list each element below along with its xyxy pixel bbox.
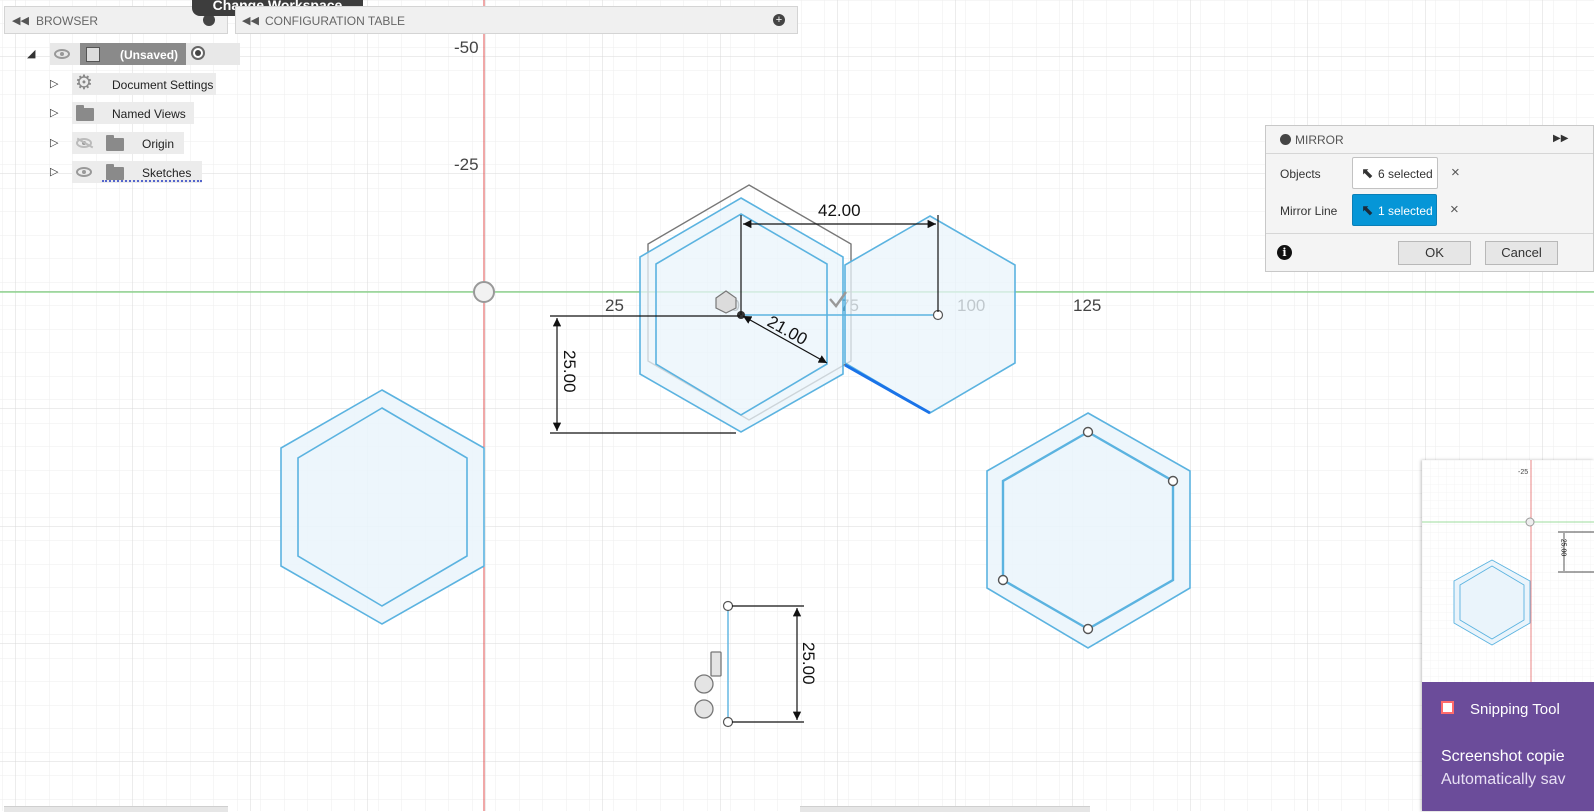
mirror-dialog-title: MIRROR xyxy=(1295,133,1344,147)
eye-icon[interactable] xyxy=(76,167,92,177)
cursor-icon: ⬉ xyxy=(1361,165,1374,182)
mirror-line-selected[interactable] xyxy=(844,363,931,415)
radio-dot-icon xyxy=(195,50,201,56)
dimension-25-left[interactable]: 25.00 xyxy=(560,350,579,393)
check-icon xyxy=(829,291,847,308)
hexagon-right-outer[interactable] xyxy=(986,412,1191,649)
axis-label-y-neg50: -50 xyxy=(454,38,479,57)
screenshot-preview xyxy=(1422,460,1594,682)
tree-item-origin[interactable]: ▷ Origin xyxy=(48,132,188,154)
preview-tick-label: -25 xyxy=(1518,469,1529,476)
axis-label-x-25: 25 xyxy=(605,296,624,315)
collapse-dialog-icon[interactable] xyxy=(1280,134,1291,145)
dimension-25-bottom[interactable]: 25.00 xyxy=(799,642,818,685)
vertex-point[interactable] xyxy=(997,574,1009,586)
tree-item-sketches[interactable]: ▷ Sketches xyxy=(48,161,208,183)
snipping-tool-app-name: Snipping Tool xyxy=(1470,701,1560,718)
browser-title: BROWSER xyxy=(36,14,99,28)
tree-item-label: Named Views xyxy=(112,107,186,121)
dim-line-21 xyxy=(742,315,828,364)
gear-icon: ⚙ xyxy=(75,72,93,94)
folder-icon xyxy=(106,135,124,151)
folder-icon xyxy=(106,164,124,180)
mirror-dialog: MIRROR ▶▶ Objects ⬉ 6 selected × Mirror … xyxy=(1265,125,1594,272)
add-icon[interactable]: + xyxy=(773,14,785,26)
snipping-tool-icon xyxy=(1441,701,1454,714)
expanded-triangle-icon[interactable]: ◢ xyxy=(27,48,36,60)
collapse-panel-icon[interactable]: ◀◀ xyxy=(12,15,29,27)
endpoint[interactable] xyxy=(722,716,734,728)
snipping-tool-bar: Snipping Tool Screenshot copie Automatic… xyxy=(1422,682,1594,811)
snipping-tool-notification[interactable]: -25 25.00 Snipping Tool Screenshot copie… xyxy=(1422,460,1594,811)
origin-point[interactable] xyxy=(473,281,495,303)
modified-underline xyxy=(102,180,202,182)
objects-value: 6 selected xyxy=(1378,167,1433,181)
tree-item-label: Sketches xyxy=(142,166,192,180)
browser-header[interactable]: ◀◀ BROWSER xyxy=(4,6,228,34)
hexagon-center-inner[interactable] xyxy=(655,213,828,416)
tree-item-label-unsaved: (Unsaved) xyxy=(120,48,179,62)
expand-dialog-icon[interactable]: ▶▶ xyxy=(1553,133,1569,144)
mirror-line-selection[interactable]: ⬉ 1 selected xyxy=(1352,194,1437,226)
hexagon-left-outer[interactable] xyxy=(280,389,485,625)
objects-label: Objects xyxy=(1280,167,1321,181)
info-icon[interactable]: i xyxy=(1277,245,1292,260)
constraint-icon[interactable] xyxy=(715,290,737,314)
clear-objects-icon[interactable]: × xyxy=(1451,164,1460,181)
snipping-tool-message-2: Automatically sav xyxy=(1441,771,1566,788)
bottom-panel-edge xyxy=(4,806,228,812)
configuration-table-title: CONFIGURATION TABLE xyxy=(265,14,406,28)
bottom-toolbar-edge xyxy=(800,806,1090,812)
snipping-tool-message-1: Screenshot copie xyxy=(1441,748,1565,765)
tree-item-label: Origin xyxy=(142,137,175,151)
vertex-point[interactable] xyxy=(1082,426,1094,438)
hexagon-left-inner[interactable] xyxy=(297,407,468,607)
dimension-42[interactable]: 42.00 xyxy=(818,201,861,220)
tree-item-label: Document Settings xyxy=(112,78,214,92)
panel-minus-icon[interactable] xyxy=(203,14,215,26)
cursor-icon: ⬉ xyxy=(1361,202,1374,219)
cube-icon xyxy=(86,47,100,62)
eye-icon[interactable] xyxy=(54,49,70,59)
cancel-button[interactable]: Cancel xyxy=(1485,241,1558,265)
mirror-dialog-header[interactable]: MIRROR ▶▶ xyxy=(1266,126,1593,154)
collapsed-triangle-icon[interactable]: ▷ xyxy=(50,107,59,119)
objects-selection[interactable]: ⬉ 6 selected xyxy=(1352,157,1438,189)
collapsed-triangle-icon[interactable]: ▷ xyxy=(50,78,59,90)
vertex-point[interactable] xyxy=(1082,623,1094,635)
vertex-point[interactable] xyxy=(1167,475,1179,487)
ok-button[interactable]: OK xyxy=(1398,241,1471,265)
clear-mirror-line-icon[interactable]: × xyxy=(1450,201,1459,218)
tree-item-document-settings[interactable]: ▷ ⚙ Document Settings xyxy=(48,73,218,95)
constraint-glyph-icon[interactable] xyxy=(694,651,722,719)
collapse-config-icon[interactable]: ◀◀ xyxy=(242,15,259,27)
axis-label-x-125: 125 xyxy=(1073,296,1101,315)
folder-icon xyxy=(76,105,94,121)
axis-label-y-neg25: -25 xyxy=(454,155,479,174)
collapsed-triangle-icon[interactable]: ▷ xyxy=(50,166,59,178)
tree-item-named-views[interactable]: ▷ Named Views xyxy=(48,102,198,124)
tree-item-root[interactable]: ◢ (Unsaved) xyxy=(24,43,240,65)
mirror-line-label: Mirror Line xyxy=(1280,204,1338,218)
collapsed-triangle-icon[interactable]: ▷ xyxy=(50,137,59,149)
endpoint[interactable] xyxy=(722,600,734,612)
component-icon xyxy=(80,43,186,65)
configuration-table-header[interactable]: ◀◀ CONFIGURATION TABLE + xyxy=(235,6,798,34)
mirror-line-value: 1 selected xyxy=(1378,204,1433,218)
preview-dimension-label: 25.00 xyxy=(1559,538,1567,557)
dialog-divider xyxy=(1266,233,1593,234)
